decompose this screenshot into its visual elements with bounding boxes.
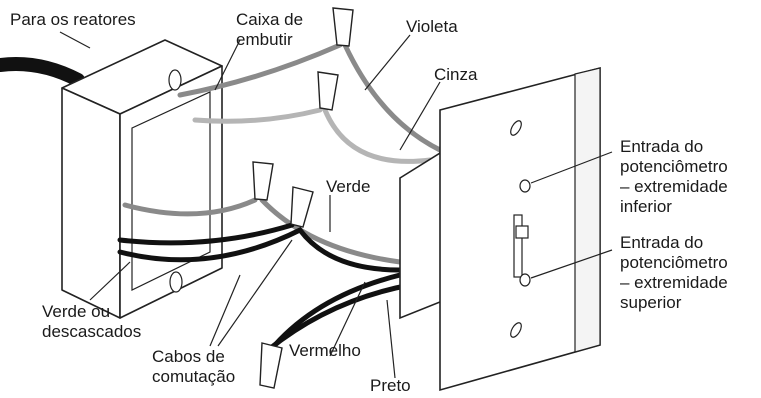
wire-nut-bottom bbox=[259, 342, 283, 389]
violet-wire bbox=[177, 42, 343, 98]
switch-wire-1 bbox=[117, 222, 295, 246]
ballast-cable bbox=[0, 57, 85, 87]
label-superior-1: Entrada do bbox=[620, 233, 703, 252]
black-wire bbox=[265, 282, 413, 353]
label-inferior-4: inferior bbox=[620, 197, 672, 216]
label-cabos-2: comutação bbox=[152, 367, 235, 386]
violet-wire-switch bbox=[342, 42, 443, 153]
label-caixa-1: Caixa de bbox=[236, 10, 303, 29]
label-superior-4: superior bbox=[620, 293, 682, 312]
label-inferior-3: – extremidade bbox=[620, 177, 728, 196]
gray-wire bbox=[192, 107, 323, 124]
wire-nuts bbox=[252, 7, 354, 389]
label-inferior-2: potenciômetro bbox=[620, 157, 728, 176]
gray-wire-switch bbox=[322, 107, 433, 164]
label-verde-ou-2: descascados bbox=[42, 322, 141, 341]
label-para-reatores: Para os reatores bbox=[10, 10, 136, 29]
label-vermelho: Vermelho bbox=[289, 341, 361, 360]
label-violeta: Violeta bbox=[406, 17, 458, 36]
green-wire-box bbox=[122, 197, 258, 217]
label-preto: Preto bbox=[370, 376, 411, 395]
label-cabos-1: Cabos de bbox=[152, 347, 225, 366]
label-verde: Verde bbox=[326, 177, 370, 196]
wire-nut-switch bbox=[290, 186, 314, 228]
label-cinza: Cinza bbox=[434, 65, 478, 84]
wire-nut-gray bbox=[317, 71, 339, 111]
label-caixa-2: embutir bbox=[236, 30, 293, 49]
pointer-lines bbox=[59, 31, 613, 379]
switch-wire-2 bbox=[117, 226, 403, 273]
wire-nut-green bbox=[252, 161, 274, 201]
label-verde-ou-1: Verde ou bbox=[42, 302, 110, 321]
label-superior-2: potenciômetro bbox=[620, 253, 728, 272]
label-inferior-1: Entrada do bbox=[620, 137, 703, 156]
wire-nut-violet bbox=[332, 7, 354, 47]
dimmer-plate bbox=[399, 66, 601, 392]
label-superior-3: – extremidade bbox=[620, 273, 728, 292]
wires bbox=[117, 42, 443, 353]
green-wire-switch bbox=[259, 197, 403, 265]
junction-box bbox=[61, 39, 223, 319]
